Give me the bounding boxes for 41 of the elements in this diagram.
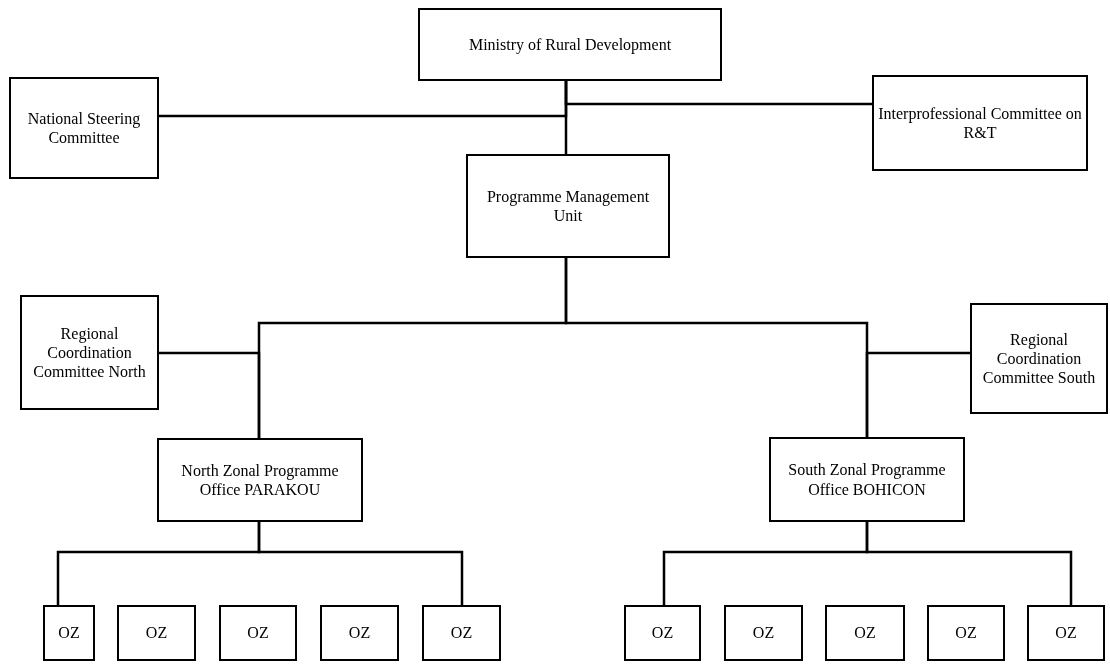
org-box	[872, 75, 1088, 171]
box-label: OZ	[347, 623, 372, 643]
org-box	[418, 8, 722, 81]
box-label: North Zonal Programme Office PARAKOU	[180, 460, 340, 500]
org-box	[769, 437, 965, 522]
box-label: OZ	[650, 623, 675, 643]
box-label: Interprofessional Committee on R&T	[877, 103, 1083, 143]
box-label: Regional Coordination Committee South	[981, 329, 1097, 388]
org-box	[320, 605, 399, 661]
org-box	[422, 605, 501, 661]
org-box	[117, 605, 196, 661]
box-label: OZ	[751, 623, 776, 643]
org-box	[9, 77, 159, 179]
org-box	[1027, 605, 1105, 661]
org-box	[20, 295, 159, 410]
box-label: OZ	[853, 623, 877, 643]
box-label: OZ	[144, 623, 169, 643]
org-box	[624, 605, 701, 661]
org-box	[219, 605, 297, 661]
connector-line	[564, 81, 872, 106]
org-box	[970, 303, 1108, 414]
org-box	[927, 605, 1005, 661]
box-label: Programme Management Unit	[485, 186, 651, 226]
box-label: National Steering Committee	[26, 108, 142, 148]
org-box	[724, 605, 803, 661]
org-box	[466, 154, 670, 258]
connector-line	[865, 522, 1073, 605]
connector-line	[865, 351, 970, 437]
box-label: OZ	[246, 623, 270, 643]
box-label: OZ	[1054, 623, 1078, 643]
box-label: OZ	[57, 623, 81, 643]
connector-line	[257, 522, 464, 605]
box-label: Ministry of Rural Development	[467, 34, 673, 55]
org-box	[43, 605, 95, 661]
box-label: Regional Coordination Committee North	[32, 323, 147, 382]
org-box	[825, 605, 905, 661]
box-label: OZ	[954, 623, 978, 643]
box-label: OZ	[449, 623, 474, 643]
org-box	[157, 438, 363, 522]
connector-line	[159, 351, 261, 438]
box-label: South Zonal Programme Office BOHICON	[787, 460, 947, 499]
